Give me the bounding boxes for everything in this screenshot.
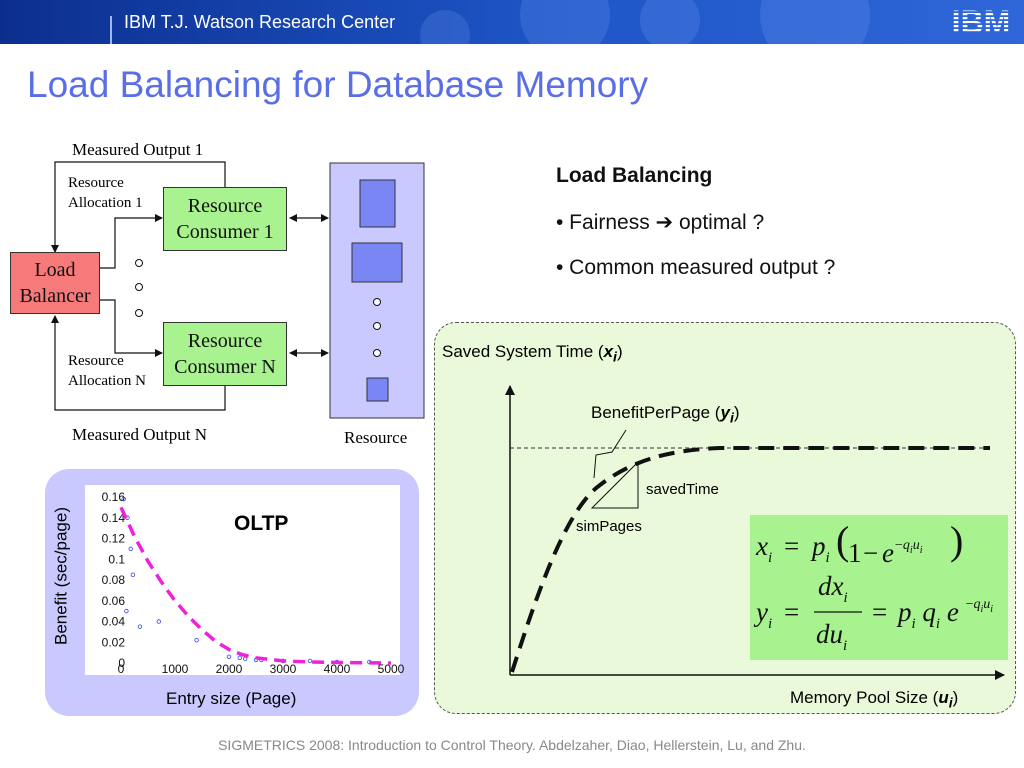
data-point xyxy=(156,619,161,624)
y-axis-sub: i xyxy=(613,349,617,366)
resource-consumer-n-box: Resource Consumer N xyxy=(163,322,287,386)
x-tick-label: 5000 xyxy=(378,662,405,676)
y-axis-text: Saved System Time ( xyxy=(442,342,604,361)
chart-y-label: Benefit (sec/page) xyxy=(51,507,71,645)
saved-system-time-label: Saved System Time (xi) xyxy=(442,342,623,366)
equation-x: xi = pi ( 1 − e −qiui ) xyxy=(755,518,963,568)
measured-output-1-path xyxy=(51,161,226,253)
memory-pool-size-label: Memory Pool Size (ui) xyxy=(790,688,959,712)
y-tick-label: 0.04 xyxy=(102,615,126,629)
y-tick-label: 0.1 xyxy=(108,552,125,566)
data-point xyxy=(194,637,199,643)
data-point xyxy=(121,496,126,502)
allocation-n-label: Resource Allocation N xyxy=(68,353,146,389)
y-tick-label: 0.16 xyxy=(102,490,126,504)
ibm-logo: IBM xyxy=(952,5,1011,37)
y-tick-label: 0.02 xyxy=(102,635,126,649)
data-point xyxy=(226,654,232,659)
allocation-1-label: Resource Allocation 1 xyxy=(68,175,143,211)
data-point xyxy=(128,546,133,552)
data-point xyxy=(237,655,242,661)
measured-output-n-label: Measured Output N xyxy=(72,425,208,444)
header-decoration xyxy=(760,0,870,44)
allocation-1-path xyxy=(100,214,163,269)
ellipsis-dot xyxy=(135,283,143,291)
allocation-n-path xyxy=(100,299,163,357)
data-point xyxy=(124,608,129,614)
ellipsis-dot xyxy=(135,259,143,267)
equation-panel xyxy=(750,515,1008,660)
benefit-per-page-label: BenefitPerPage (yi) xyxy=(591,403,740,427)
fraction-numerator: dxi xyxy=(818,571,848,606)
benefit-var: y xyxy=(720,403,730,422)
benefit-callout xyxy=(593,429,627,479)
slope-triangle xyxy=(590,460,639,509)
equation-y: yi = = pi qi e −qiui xyxy=(753,597,993,634)
sim-pages-label: simPages xyxy=(576,518,642,535)
x-tick-label: 0 xyxy=(118,662,125,676)
y-axis-paren: ) xyxy=(616,342,623,361)
benefit-sub: i xyxy=(729,410,734,427)
resource-label: Resource xyxy=(344,428,408,447)
x-tick-label: 1000 xyxy=(162,662,189,676)
measured-output-n-path xyxy=(51,315,226,411)
x-axis-text: Memory Pool Size ( xyxy=(790,688,939,707)
x-axis-var: u xyxy=(938,688,949,707)
y-tick-label: 0.14 xyxy=(102,511,126,525)
header-decoration xyxy=(420,10,470,44)
bullets-heading: Load Balancing xyxy=(556,164,713,187)
benefit-paren: ) xyxy=(733,403,740,422)
resource-block xyxy=(366,377,389,402)
measured-output-1-label: Measured Output 1 xyxy=(72,140,204,159)
data-point xyxy=(307,658,313,664)
feedback-diagram xyxy=(51,161,425,419)
x-tick-label: 4000 xyxy=(324,662,351,676)
chart-title: OLTP xyxy=(234,512,289,535)
resource-consumer-1-box: Resource Consumer 1 xyxy=(163,187,287,251)
benefit-curve xyxy=(505,385,1005,680)
footer-citation: SIGMETRICS 2008: Introduction to Control… xyxy=(218,737,806,753)
chart-x-label: Entry size (Page) xyxy=(166,689,297,708)
ellipsis-dot xyxy=(373,322,381,330)
ellipsis-dot xyxy=(373,298,381,306)
fraction-denominator: dui xyxy=(816,619,847,654)
load-balancer-box: Load Balancer xyxy=(10,252,100,314)
ellipsis-dot xyxy=(135,309,143,317)
x-axis-sub: i xyxy=(948,695,953,712)
x-axis-paren: ) xyxy=(952,688,959,707)
equations: xi = pi ( 1 − e −qiui ) yi = = pi qi e −… xyxy=(753,518,993,654)
ellipsis-dot xyxy=(373,349,381,357)
fit-curve-line xyxy=(119,506,392,665)
header-title: IBM T.J. Watson Research Center xyxy=(124,12,396,32)
oltp-chart: 0 1000 2000 3000 4000 5000 0 0.02 0.04 0.06 0.08 0.… xyxy=(85,485,405,676)
slide-title: Load Balancing for Database Memory xyxy=(27,64,649,105)
bullet-fairness: • Fairness ➔ optimal ? xyxy=(556,211,765,234)
header-decoration xyxy=(640,0,700,44)
y-axis-var: x xyxy=(603,342,614,361)
header-separator xyxy=(110,16,112,44)
header-decoration xyxy=(520,0,610,44)
y-tick-label: 0.12 xyxy=(102,532,126,546)
x-tick-label: 2000 xyxy=(216,662,243,676)
data-point xyxy=(137,624,143,629)
header-bar xyxy=(0,0,1024,44)
benefit-text: BenefitPerPage ( xyxy=(591,403,721,422)
y-tick-label: 0 xyxy=(118,656,125,670)
saved-time-label: savedTime xyxy=(646,481,719,498)
resource-block xyxy=(351,242,403,283)
chart-plot-area xyxy=(85,485,400,675)
data-point xyxy=(130,572,136,578)
resource-block xyxy=(359,179,396,228)
ibm-logo-text: IBM xyxy=(952,5,1011,37)
y-tick-label: 0.06 xyxy=(102,594,126,608)
x-tick-label: 3000 xyxy=(270,662,297,676)
bullet-common-output: • Common measured output ? xyxy=(556,256,836,279)
benefit-curve-line xyxy=(510,446,990,673)
y-tick-label: 0.08 xyxy=(102,573,126,587)
